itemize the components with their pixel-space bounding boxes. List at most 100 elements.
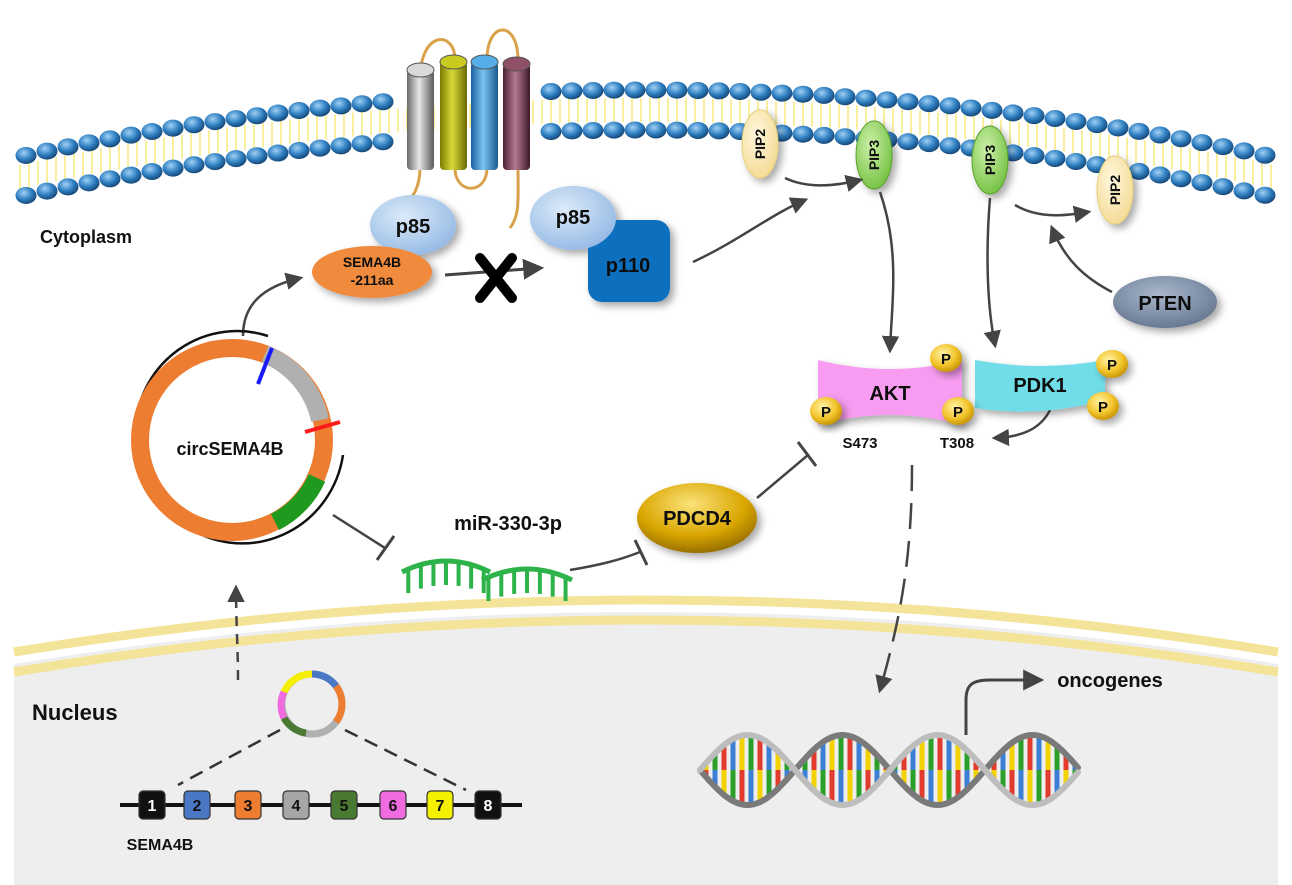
lipid-head [1128, 162, 1150, 180]
receptor-helix-gray [406, 62, 435, 170]
lipid-head [141, 123, 163, 141]
arrow-pip3-to-akt [878, 191, 900, 354]
pdk1: PDK1 [975, 360, 1105, 412]
lipid-head [834, 88, 856, 106]
lipid-head [57, 178, 79, 196]
lipid-head [813, 86, 835, 104]
lipid-head [918, 135, 940, 153]
lipid-head [855, 89, 877, 107]
circsema4b-label: circSEMA4B [176, 439, 283, 459]
receptor-helix-purple [502, 56, 531, 170]
lipid-head [834, 128, 856, 146]
exon-6: 6 [379, 790, 407, 820]
lipid-head [246, 107, 268, 125]
mirna-label: miR-330-3p [454, 513, 562, 535]
phosphate-t308: P [942, 397, 974, 425]
lipid-head [666, 121, 688, 139]
exon-3: 3 [234, 790, 262, 820]
lipid-head [1044, 149, 1066, 167]
lipid-head [1044, 109, 1066, 127]
lipid-head [939, 97, 961, 115]
inhibit-mirna-to-pdcd4 [569, 550, 641, 572]
lipid-head [1065, 112, 1087, 130]
lipid-head [708, 82, 730, 100]
lipid-head [561, 82, 583, 100]
phosphate-pdk1-bottom: P [1087, 392, 1119, 420]
pdcd4-label: PDCD4 [663, 508, 732, 530]
cytoplasm-label: Cytoplasm [40, 227, 132, 247]
arrow-export-circ [227, 584, 245, 681]
lipid-head [918, 95, 940, 113]
lipid-head [792, 85, 814, 103]
lipid-head [330, 137, 352, 155]
lipid-head [1191, 134, 1213, 152]
oncogenes-label: oncogenes [1057, 670, 1163, 692]
lipid-head [1170, 170, 1192, 188]
inhibit-bar-2 [633, 539, 649, 566]
lipid-head [99, 170, 121, 188]
lipid-head [78, 134, 100, 152]
lipid-head [162, 159, 184, 177]
arrow-akt-to-nucleus [875, 464, 914, 694]
lipid-head [624, 121, 646, 139]
exon-label: 6 [389, 798, 398, 815]
lipid-head [708, 122, 730, 140]
exon-8: 8 [474, 790, 502, 820]
lipid-head [897, 133, 919, 151]
lipid-head [99, 130, 121, 148]
plasma-membrane [15, 81, 1276, 204]
lipid-head [351, 135, 373, 153]
lipid-head [288, 101, 310, 119]
mirna [400, 558, 574, 602]
lipid-head [183, 156, 205, 174]
lipid-head [1128, 122, 1150, 140]
arrow-pten-to-pip [1049, 224, 1113, 294]
exon-label: 1 [148, 798, 157, 815]
lipid-head [15, 146, 37, 164]
lipid-head [1023, 147, 1045, 165]
lipid-head [1023, 107, 1045, 125]
lipid-head [162, 119, 184, 137]
pip3-left-label: PIP3 [866, 140, 882, 171]
exon-label: 3 [244, 798, 253, 815]
block-x-icon [475, 253, 517, 303]
inhibit-bar-1 [375, 535, 396, 561]
lipid-head [57, 138, 79, 156]
lipid-head [246, 147, 268, 165]
lipid-head [1233, 142, 1255, 160]
lipid-head [36, 182, 58, 200]
splice-line-left [177, 728, 281, 787]
lipid-head [372, 93, 394, 111]
exon-label: 7 [436, 798, 445, 815]
pdk1-label: PDK1 [1013, 375, 1066, 397]
lipid-head [687, 121, 709, 139]
svg-text:P: P [1098, 399, 1108, 416]
lipid-head [141, 163, 163, 181]
p110-label: p110 [606, 255, 650, 277]
circ-red-mark [304, 420, 341, 434]
lipid-head [309, 99, 331, 117]
lipid-head [120, 166, 142, 184]
lipid-head [1086, 116, 1108, 134]
circsema4b: circSEMA4B [131, 329, 345, 545]
gene-label: SEMA4B [127, 837, 194, 854]
lipid-head [1002, 104, 1024, 122]
lipid-head [603, 121, 625, 139]
sema4b-211aa-label-2: -211aa [351, 272, 394, 288]
p85-sema4b-complex: p85 SEMA4B -211aa [312, 195, 456, 298]
dna-double-helix [697, 731, 1081, 809]
lipid-head [15, 186, 37, 204]
svg-text:P: P [1107, 357, 1117, 374]
lipid-head [1212, 138, 1234, 156]
akt-label: AKT [869, 383, 910, 405]
lipid-head [1149, 126, 1171, 144]
circ-green-segment [270, 473, 326, 531]
exon-label: 5 [340, 798, 349, 815]
nucleus-region [13, 595, 1279, 885]
exon-label: 4 [292, 798, 301, 815]
arrow-circ-to-peptide [241, 272, 304, 337]
pathway-arrows [227, 174, 1113, 735]
lipid-head [1233, 182, 1255, 200]
lipid-head [960, 99, 982, 117]
